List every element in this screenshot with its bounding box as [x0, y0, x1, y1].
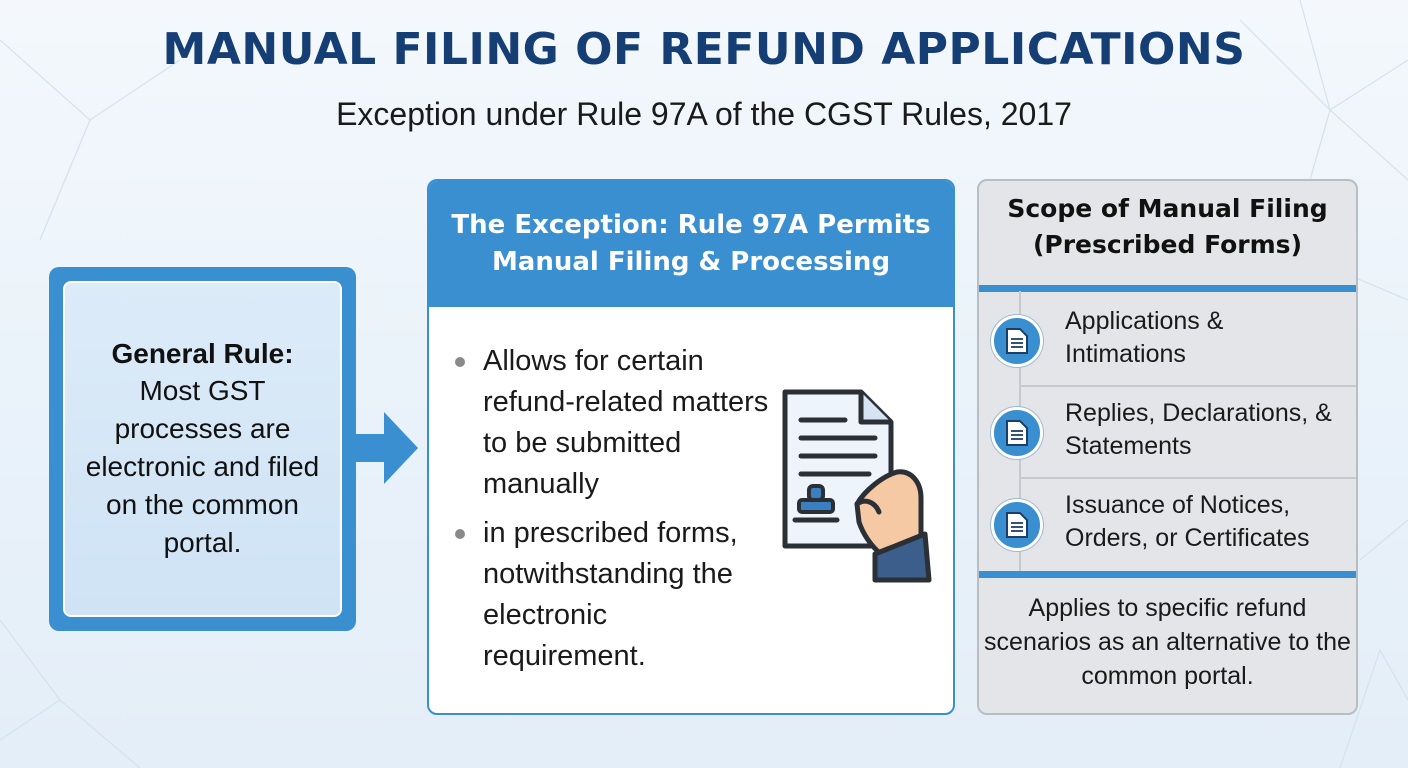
document-icon: [991, 499, 1043, 551]
general-rule-heading: General Rule:: [111, 338, 294, 369]
scope-item-line1: Applications &: [1065, 307, 1224, 335]
general-rule-card: General Rule: Most GST processes are ele…: [49, 267, 356, 631]
scope-card: Scope of Manual Filing (Prescribed Forms…: [977, 179, 1358, 715]
exception-heading: The Exception: Rule 97A Permits Manual F…: [429, 181, 953, 307]
page-subtitle: Exception under Rule 97A of the CGST Rul…: [336, 96, 1072, 132]
general-rule-inner: General Rule: Most GST processes are ele…: [63, 281, 342, 617]
exception-bullet-list: Allows for certain refund-related matter…: [451, 341, 771, 685]
scope-heading-line2: (Prescribed Forms): [1032, 230, 1302, 259]
scope-item-divider: [1019, 385, 1356, 387]
bullet-dot-icon: [455, 357, 465, 367]
scope-item-text: Applications & Intimations: [1065, 305, 1355, 371]
scope-item-divider: [1019, 477, 1356, 479]
bullet-text: Allows for certain refund-related matter…: [483, 345, 769, 500]
document-icon: [991, 315, 1043, 367]
exception-heading-line1: The Exception: Rule 97A Permits: [451, 210, 931, 240]
scope-top-divider: [979, 285, 1356, 292]
scope-item-line2: Orders, or Certificates: [1065, 524, 1310, 552]
scope-item-line1: Replies, Declarations, &: [1065, 399, 1332, 427]
bullet-text: in prescribed forms, notwithstanding the…: [483, 517, 738, 672]
document-in-hand-icon: [782, 389, 932, 583]
exception-heading-line2: Manual Filing & Processing: [491, 247, 891, 277]
scope-item-line2: Intimations: [1065, 340, 1186, 368]
scope-footer: Applies to specific refund scenarios as …: [984, 594, 1351, 690]
scope-item-line2: Statements: [1065, 432, 1192, 460]
scope-item-line1: Issuance of Notices,: [1065, 491, 1291, 519]
scope-item-text: Issuance of Notices, Orders, or Certific…: [1065, 489, 1355, 555]
bullet-item: in prescribed forms, notwithstanding the…: [451, 513, 771, 677]
page-title: MANUAL FILING OF REFUND APPLICATIONS: [162, 24, 1246, 75]
bullet-dot-icon: [455, 529, 465, 539]
right-arrow-icon: [352, 412, 418, 484]
general-rule-body: Most GST processes are electronic and fi…: [85, 375, 320, 558]
scope-bottom-divider: [979, 571, 1356, 578]
scope-item: Issuance of Notices, Orders, or Certific…: [979, 481, 1356, 571]
exception-card: The Exception: Rule 97A Permits Manual F…: [427, 179, 955, 715]
scope-item: Applications & Intimations: [979, 297, 1356, 387]
scope-item: Replies, Declarations, & Statements: [979, 389, 1356, 479]
scope-heading-line1: Scope of Manual Filing: [1007, 194, 1328, 223]
bullet-item: Allows for certain refund-related matter…: [451, 341, 771, 505]
scope-heading: Scope of Manual Filing (Prescribed Forms…: [979, 191, 1356, 263]
document-icon: [991, 407, 1043, 459]
scope-item-text: Replies, Declarations, & Statements: [1065, 397, 1355, 463]
